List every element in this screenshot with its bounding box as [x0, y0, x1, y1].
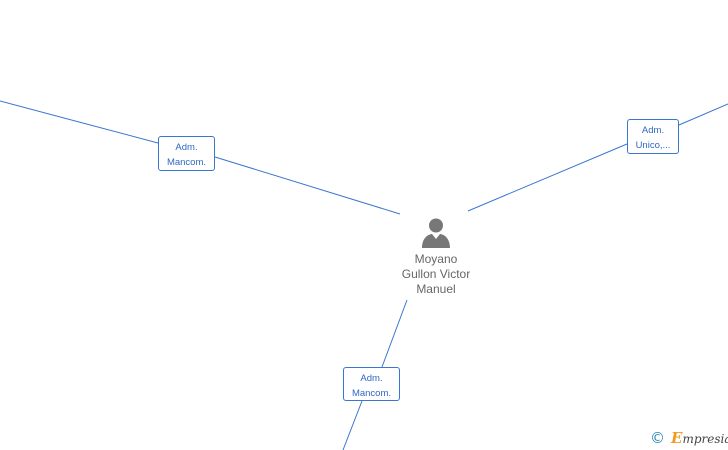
- edge-label-left-line2: Mancom.: [166, 157, 207, 168]
- copyright-icon: ©: [650, 429, 665, 447]
- edge-label-right[interactable]: Adm. Unico,...: [627, 119, 679, 154]
- edge-label-bottom[interactable]: Adm. Mancom.: [343, 367, 400, 401]
- person-name-line3: Manuel: [416, 282, 456, 296]
- person-name: Moyano Gullon Victor Manuel: [384, 252, 488, 297]
- logo-text: mpresia: [682, 432, 728, 446]
- edge-left-outer: [0, 100, 159, 144]
- person-node[interactable]: Moyano Gullon Victor Manuel: [384, 217, 488, 297]
- edge-label-left[interactable]: Adm. Mancom.: [158, 136, 215, 171]
- edge-label-bottom-line2: Mancom.: [351, 388, 392, 399]
- logo-initial: E: [671, 429, 683, 447]
- empresia-logo: E mpresia: [671, 429, 728, 447]
- brand-watermark: © E mpresia: [650, 428, 728, 448]
- edge-right-outer: [678, 103, 728, 126]
- person-name-line2: Gullon Victor: [401, 267, 471, 281]
- person-name-line1: Moyano: [414, 252, 458, 266]
- edge-label-right-line1: Adm.: [641, 125, 665, 136]
- edge-bottom-inner: [381, 299, 408, 368]
- edge-bottom-outer: [342, 400, 363, 450]
- edge-label-right-line2: Unico,...: [635, 140, 671, 151]
- edge-left-inner: [214, 156, 401, 215]
- edge-label-bottom-line1: Adm.: [360, 373, 383, 384]
- edge-right-inner: [467, 143, 628, 212]
- person-icon: [422, 218, 450, 248]
- edge-label-left-line1: Adm.: [175, 142, 198, 153]
